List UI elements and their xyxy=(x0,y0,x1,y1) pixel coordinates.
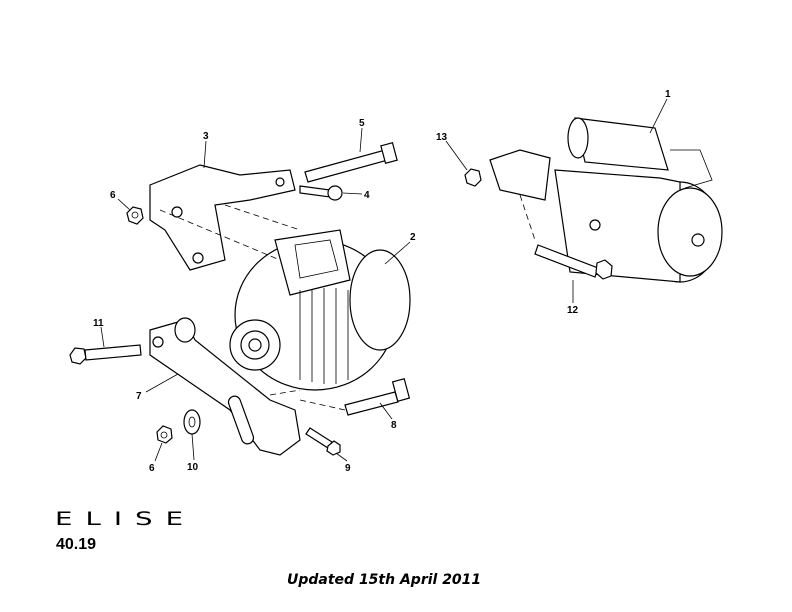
callout-1: 1 xyxy=(665,89,671,100)
nut-13 xyxy=(464,168,482,187)
upper-bracket xyxy=(149,164,296,271)
callout-13: 13 xyxy=(436,132,448,143)
bolt-8 xyxy=(344,378,411,416)
callout-6-lower: 6 xyxy=(149,463,155,474)
callout-5: 5 xyxy=(359,118,365,129)
callout-11: 11 xyxy=(93,318,104,329)
callout-7: 7 xyxy=(136,391,142,402)
callout-2: 2 xyxy=(410,232,416,243)
starter-motor xyxy=(489,117,723,283)
bolt-4 xyxy=(299,185,343,201)
callout-10: 10 xyxy=(187,462,199,473)
callout-4: 4 xyxy=(364,190,370,201)
bolt-12 xyxy=(534,244,613,280)
elise-logo: ELISE xyxy=(55,508,197,530)
bolt-5 xyxy=(304,142,398,183)
callout-3: 3 xyxy=(203,131,209,142)
lower-bracket xyxy=(149,317,301,456)
updated-note: Updated 15th April 2011 xyxy=(287,572,482,588)
callout-8: 8 xyxy=(391,420,397,431)
bolt-9 xyxy=(305,427,341,456)
page-number: 40.19 xyxy=(56,536,97,553)
callout-12: 12 xyxy=(567,305,579,316)
washer-10 xyxy=(183,409,201,435)
bolt-11 xyxy=(69,344,142,365)
nut-6-lower xyxy=(156,425,173,444)
leader-lines xyxy=(100,98,668,462)
callout-6: 6 xyxy=(110,190,116,201)
callout-9: 9 xyxy=(345,463,351,474)
alternator xyxy=(229,229,411,391)
nut-6-upper xyxy=(126,206,144,225)
